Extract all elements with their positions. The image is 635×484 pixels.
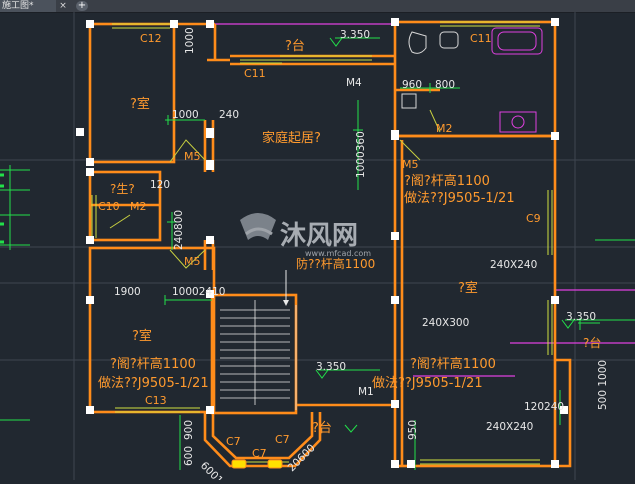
room-label-balcony-top: ?台 — [285, 39, 305, 54]
door-label-m5-right: M5 — [402, 158, 419, 171]
dim-10002410: 10002410 — [172, 286, 225, 298]
window-label-c7-b: C7 — [252, 447, 267, 460]
dim-1000-top: 1000 — [184, 27, 196, 54]
window-label-c7-a: C7 — [226, 435, 241, 448]
level-mid: 3.350 — [316, 361, 346, 373]
watermark: 沐风网 www.mfcad.com — [240, 213, 371, 258]
door-label-m1: M1 — [358, 386, 374, 398]
spec-note-left: 做法??J9505-1/21 — [98, 376, 209, 391]
dim-960: 960 — [402, 79, 422, 91]
dim-240-a: 240 — [219, 109, 239, 121]
spec-note-right: 做法??J9505-1/21 — [404, 191, 515, 206]
dim-1000-a: 1000 — [172, 109, 199, 121]
dim-500-1000: 500 1000 — [597, 360, 609, 410]
room-label-bedroom-upper-left: ?室 — [130, 96, 150, 112]
dim-240x240-a: 240X240 — [490, 259, 537, 271]
drawing-tab-title: 施工图* — [2, 1, 34, 11]
door-label-m5-a: M5 — [184, 150, 201, 163]
dim-240800: 240800 — [173, 210, 185, 250]
window-label-c13: C13 — [145, 394, 167, 407]
dim-1000360: 1000360 — [355, 131, 367, 178]
watermark-url: www.mfcad.com — [305, 249, 371, 258]
add-tab-icon[interactable]: + — [76, 0, 88, 11]
rail-note-right: ?阁?杆高1100 — [404, 173, 490, 189]
room-label-balcony-right: ?台 — [583, 335, 601, 350]
window-label-c11-left: C11 — [244, 67, 266, 80]
window-label-c7-c: C7 — [275, 433, 290, 446]
window-label-c11-right: C11 — [470, 32, 492, 45]
drawing-tab[interactable]: 施工图* — [0, 0, 56, 12]
room-label-living: 家庭起居? — [262, 130, 321, 146]
floor-plan-drawing: 沐风网 www.mfcad.com C12 C11 C11 ?台 ?室 家庭起居… — [0, 12, 635, 484]
close-tab-icon[interactable]: × — [59, 1, 67, 11]
rail-note-stair: 防??杆高1100 — [296, 256, 375, 271]
window-label-c9: C9 — [526, 212, 541, 225]
window-label-c12: C12 — [140, 32, 162, 45]
dim-240x300: 240X300 — [422, 317, 469, 329]
door-label-m5-b: M5 — [184, 255, 201, 268]
door-label-m2-left: M2 — [130, 200, 147, 213]
dim-950: 950 — [407, 420, 419, 440]
dim-120240: 120240 — [524, 401, 564, 413]
room-label-toilet: ?生? — [110, 182, 135, 196]
document-tab-bar: 施工图* × + — [0, 0, 635, 13]
room-label-bedroom-lower-left: ?室 — [132, 328, 152, 344]
spec-note-mid: 做法??J9505-1/21 — [372, 376, 483, 391]
dim-900: 900 — [183, 420, 195, 440]
watermark-brand: 沐风网 — [280, 221, 358, 251]
level-right: 3.350 — [566, 311, 596, 323]
left-edge-markers — [0, 173, 4, 244]
rail-note-mid: ?阁?杆高1100 — [410, 356, 496, 372]
dim-600: 600 — [183, 446, 195, 466]
dim-1900: 1900 — [114, 286, 141, 298]
level-top: 3.350 — [340, 29, 370, 41]
door-label-m2-right: M2 — [436, 122, 453, 135]
window-label-c10: C10 — [98, 200, 120, 213]
dim-600120: 600120 — [198, 460, 235, 480]
dim-240x240-b: 240X240 — [486, 421, 533, 433]
dim-120: 120 — [150, 179, 170, 191]
door-label-m4: M4 — [346, 77, 362, 89]
room-label-balcony-bottom: ?台 — [312, 421, 332, 436]
rail-note-left: ?阁?杆高1100 — [110, 356, 196, 372]
room-label-bedroom-right: ?室 — [458, 280, 478, 296]
dim-800: 800 — [435, 79, 455, 91]
drawing-canvas[interactable]: 沐风网 www.mfcad.com C12 C11 C11 ?台 ?室 家庭起居… — [0, 12, 635, 484]
